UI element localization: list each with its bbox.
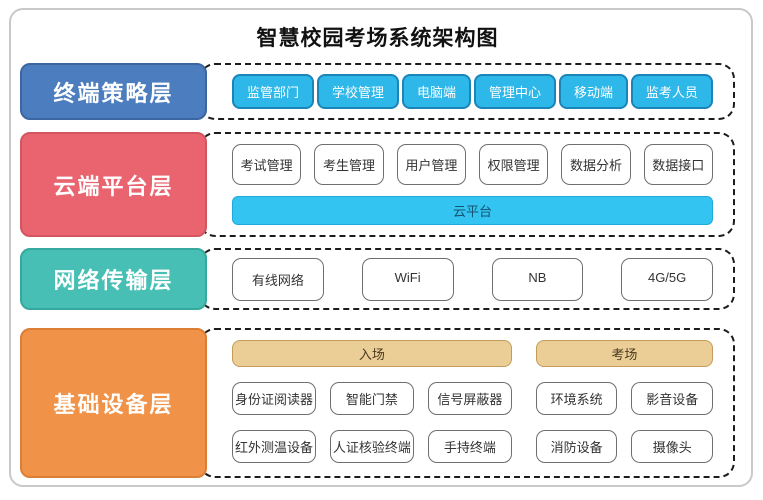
device-item-handheld-terminal: 手持终端: [427, 430, 512, 463]
terminal-item-pc: 电脑端: [401, 74, 471, 109]
device-entry-row-2: 红外测温设备 人证核验终端 手持终端: [232, 430, 512, 463]
terminal-item-mobile: 移动端: [558, 74, 628, 109]
cloud-item-data-analysis: 数据分析: [561, 144, 631, 185]
device-item-av-equipment: 影音设备: [631, 382, 713, 415]
device-item-environment-system: 环境系统: [535, 382, 618, 415]
network-items-row: 有线网络 WiFi NB 4G/5G: [232, 257, 713, 301]
diagram-frame: 智慧校园考场系统架构图 终端策略层 监管部门 学校管理 电脑端 管理中心 移动端…: [9, 8, 753, 487]
diagram-title: 智慧校园考场系统架构图: [256, 27, 499, 50]
device-room-row-2: 消防设备 摄像头: [535, 430, 713, 463]
layer-container-network: 有线网络 WiFi NB 4G/5G: [199, 248, 735, 310]
device-entry-row-1: 身份证阅读器 智能门禁 信号屏蔽器: [232, 382, 512, 415]
layer-label-terminal: 终端策略层: [20, 63, 207, 120]
layer-container-device: 入场 身份证阅读器 智能门禁 信号屏蔽器 红外测温设备 人证核验终端 手持终端 …: [199, 328, 735, 478]
cloud-item-user-mgmt: 用户管理: [396, 144, 466, 185]
cloud-item-data-interface: 数据接口: [643, 144, 713, 185]
terminal-item-mgmt-center: 管理中心: [473, 74, 556, 109]
device-group-entry: 入场 身份证阅读器 智能门禁 信号屏蔽器 红外测温设备 人证核验终端 手持终端: [232, 340, 512, 463]
layer-device: 基础设备层 入场 身份证阅读器 智能门禁 信号屏蔽器 红外测温设备 人证核验终端…: [20, 328, 735, 478]
device-item-fire-equipment: 消防设备: [535, 430, 618, 463]
terminal-items-row: 监管部门 学校管理 电脑端 管理中心 移动端 监考人员: [232, 74, 713, 109]
terminal-item-invigilator: 监考人员: [630, 74, 713, 109]
device-item-smart-gate: 智能门禁: [329, 382, 414, 415]
cloud-item-permission-mgmt: 权限管理: [478, 144, 549, 185]
layer-terminal: 终端策略层 监管部门 学校管理 电脑端 管理中心 移动端 监考人员: [20, 63, 735, 120]
cloud-item-candidate-mgmt: 考生管理: [314, 144, 384, 185]
device-item-id-reader: 身份证阅读器: [232, 382, 316, 415]
terminal-item-school-admin: 学校管理: [316, 74, 399, 109]
layer-network: 网络传输层 有线网络 WiFi NB 4G/5G: [20, 248, 735, 310]
network-item-4g5g: 4G/5G: [621, 257, 713, 301]
device-room-row-1: 环境系统 影音设备: [535, 382, 713, 415]
cloud-items-row: 考试管理 考生管理 用户管理 权限管理 数据分析 数据接口: [232, 144, 713, 185]
device-group-room: 考场 环境系统 影音设备 消防设备 摄像头: [535, 340, 713, 463]
layer-label-device: 基础设备层: [20, 328, 207, 478]
cloud-platform-bar: 云平台: [232, 196, 713, 225]
device-item-camera: 摄像头: [631, 430, 713, 463]
device-item-signal-jammer: 信号屏蔽器: [427, 382, 512, 415]
network-item-wifi: WiFi: [361, 257, 454, 301]
device-item-ir-thermometer: 红外测温设备: [232, 430, 316, 463]
device-item-id-verify-terminal: 人证核验终端: [329, 430, 414, 463]
layer-label-cloud: 云端平台层: [20, 132, 207, 237]
terminal-item-regulator: 监管部门: [232, 74, 315, 109]
network-item-wired: 有线网络: [232, 257, 324, 301]
layer-label-network: 网络传输层: [20, 248, 207, 310]
layer-container-cloud: 考试管理 考生管理 用户管理 权限管理 数据分析 数据接口 云平台: [199, 132, 735, 237]
layer-container-terminal: 监管部门 学校管理 电脑端 管理中心 移动端 监考人员: [199, 63, 735, 120]
device-group-entry-header: 入场: [232, 340, 512, 367]
layer-cloud: 云端平台层 考试管理 考生管理 用户管理 权限管理 数据分析 数据接口 云平台: [20, 132, 735, 237]
device-group-room-header: 考场: [535, 340, 713, 367]
network-item-nb: NB: [491, 257, 584, 301]
cloud-item-exam-mgmt: 考试管理: [232, 144, 302, 185]
